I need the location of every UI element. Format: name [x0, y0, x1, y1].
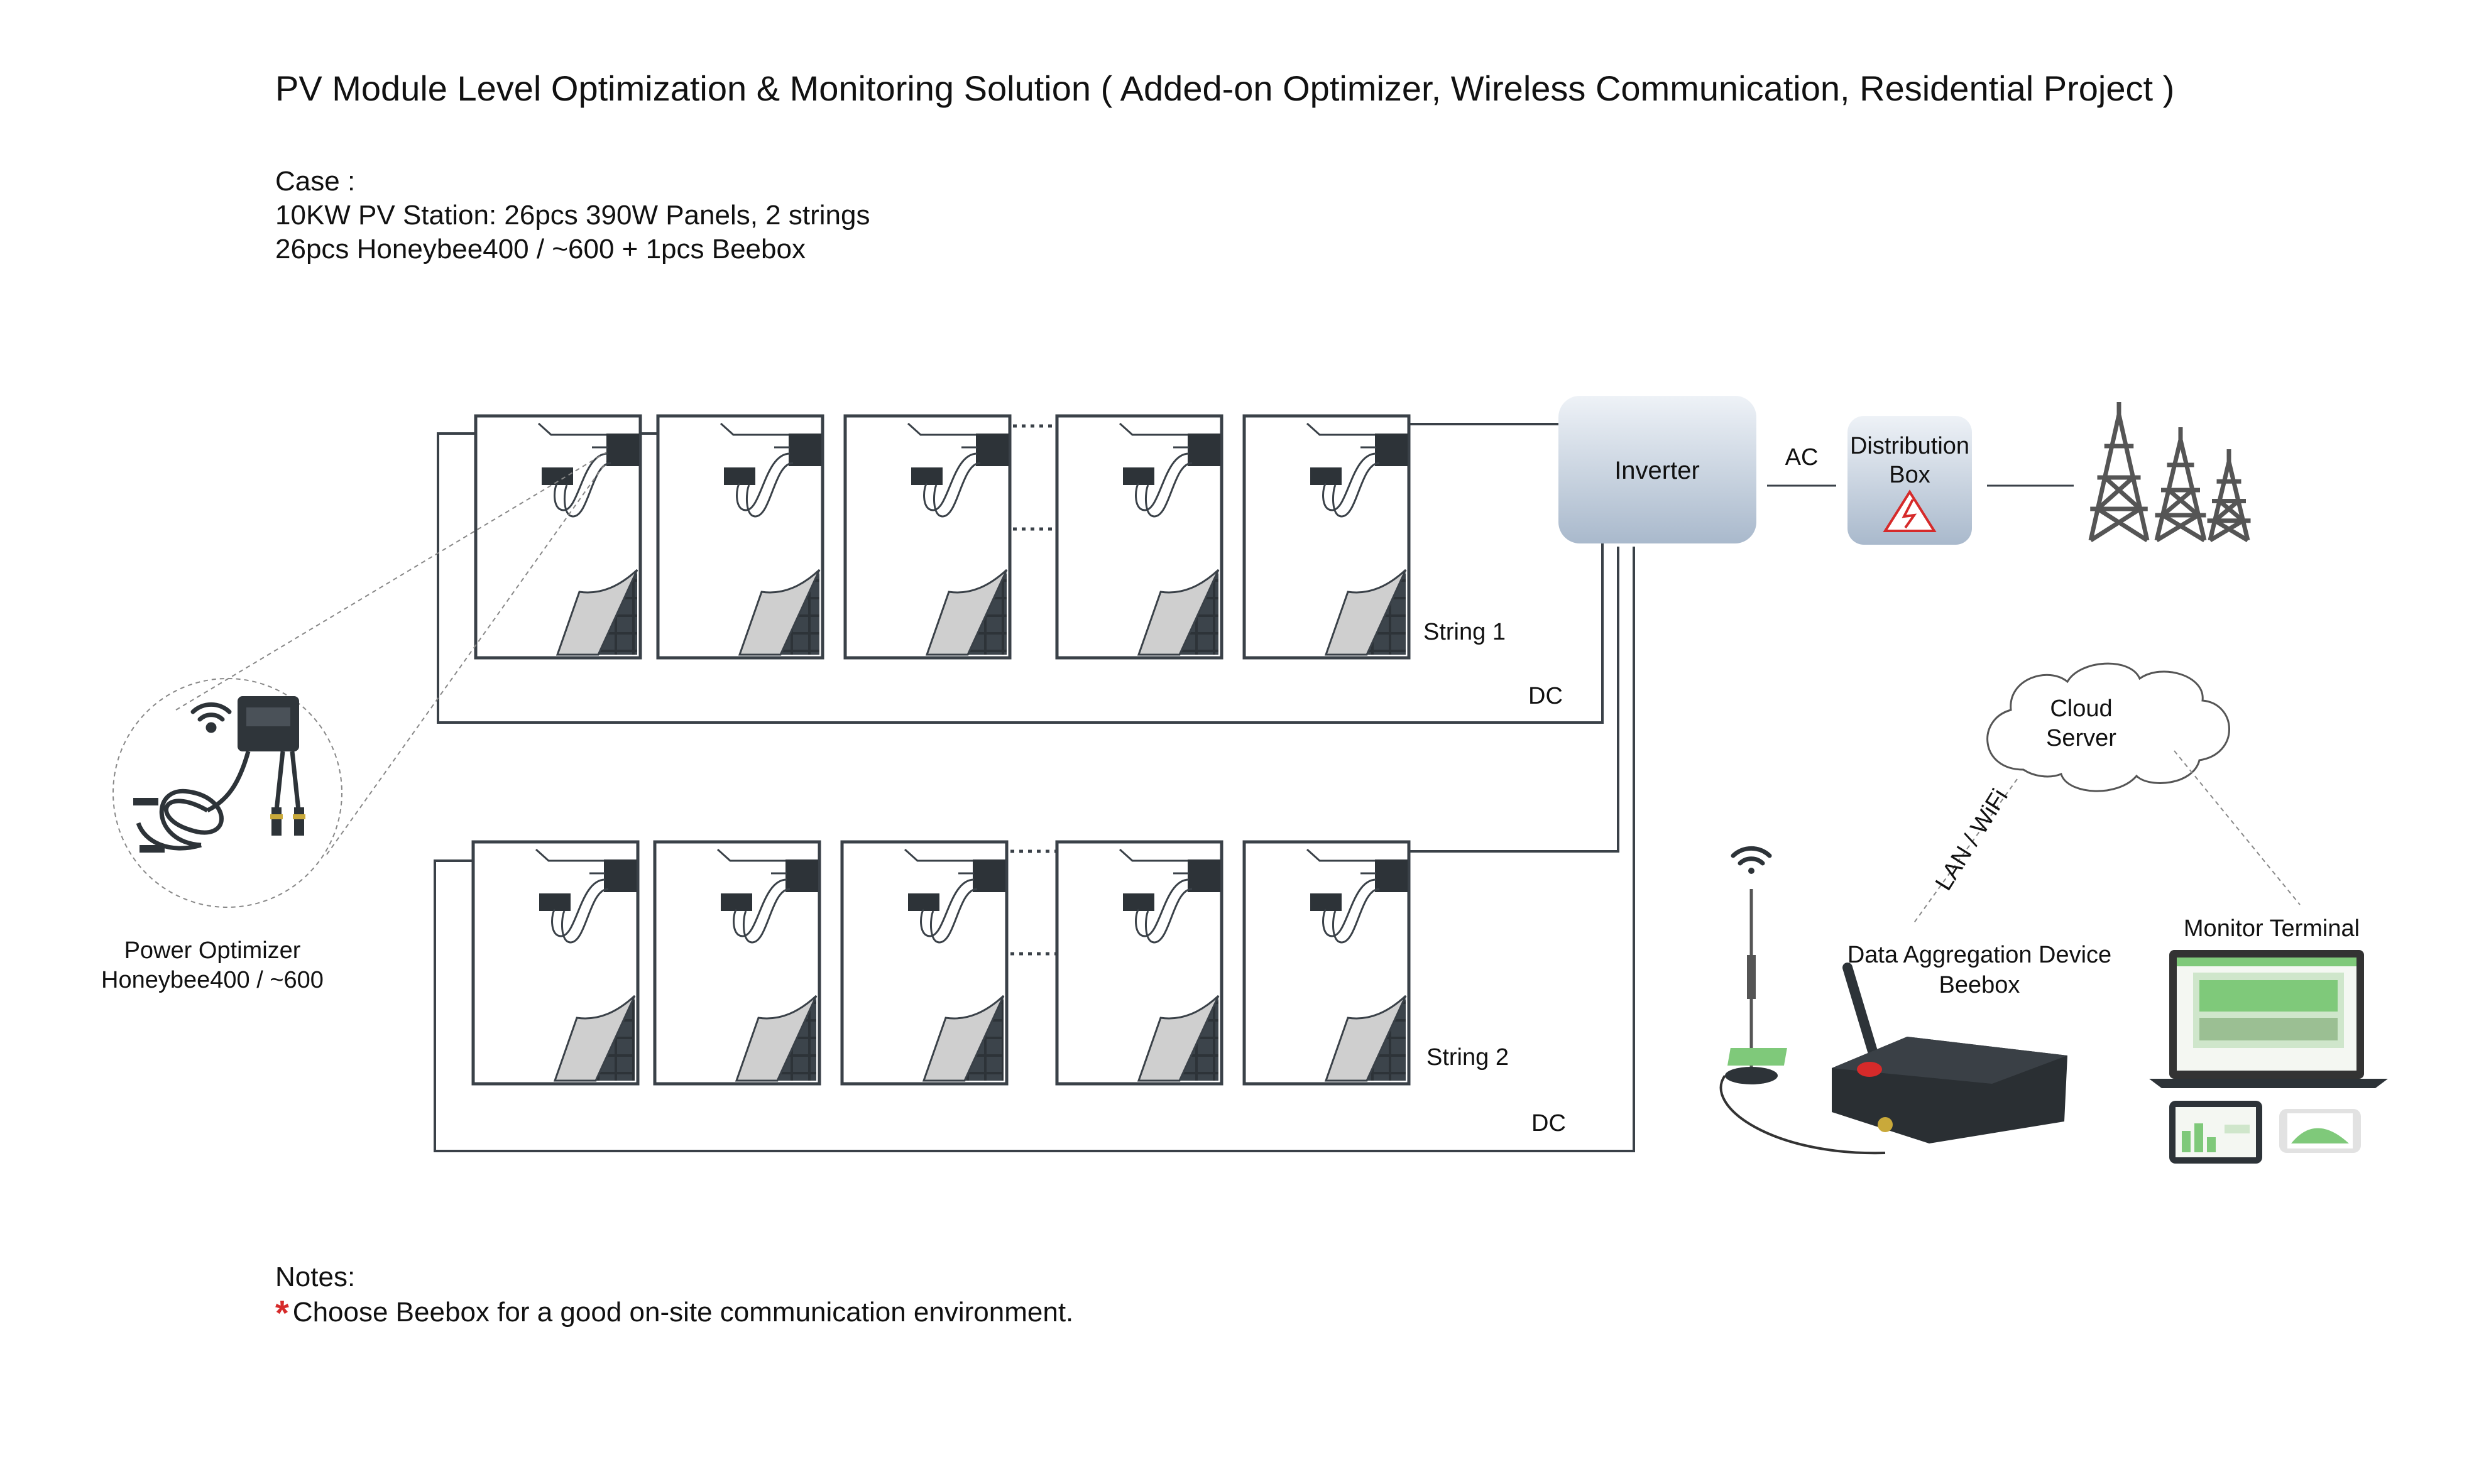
antenna-icon [1719, 846, 1886, 1155]
optimizer-module [1123, 467, 1154, 485]
note-item-text: Choose Beebox for a good on-site communi… [292, 1297, 1074, 1328]
pv-panel [471, 840, 640, 1086]
junction-box [606, 434, 639, 466]
inverter: Inverter [1558, 396, 1756, 543]
lan-wifi-link [1913, 778, 2018, 924]
cloud-server-icon: Cloud Server [1986, 662, 2230, 792]
optimizer-callout [112, 452, 607, 908]
notes-heading: Notes: [275, 1262, 356, 1292]
optimizer-label-line-1: Power Optimizer [124, 937, 301, 964]
pv-panel [474, 414, 642, 660]
case-line-2: 26pcs Honeybee400 / ~600 + 1pcs Beebox [275, 234, 806, 265]
pv-panel [1055, 840, 1223, 1086]
beebox-device [1727, 963, 2067, 1143]
power-optimizer-device [133, 696, 305, 853]
inverter-label: Inverter [1614, 457, 1700, 484]
distribution-box-line-2: Box [1889, 462, 1930, 488]
phone-icon [2279, 1109, 2361, 1153]
optimizer-module [908, 893, 939, 911]
junction-box [785, 859, 818, 892]
distribution-box-line-1: Distribution [1850, 433, 1969, 459]
junction-box [1375, 434, 1408, 466]
beebox-label-line-2: Beebox [1939, 972, 2020, 998]
junction-box [1188, 859, 1220, 892]
tablet-icon [2169, 1101, 2262, 1164]
optimizer-module [724, 467, 755, 485]
pv-panel [843, 414, 1012, 660]
high-voltage-warning-icon [1883, 489, 1937, 532]
optimizer-module [539, 893, 571, 911]
dc-label-string-1: DC [1528, 683, 1563, 709]
junction-box [973, 859, 1005, 892]
pv-panel [840, 840, 1009, 1086]
case-heading: Case : [275, 166, 356, 197]
junction-box [604, 859, 637, 892]
pv-panel [653, 840, 821, 1086]
junction-box [1375, 859, 1408, 892]
pv-panel [1242, 414, 1411, 660]
page-title: PV Module Level Optimization & Monitorin… [275, 68, 2175, 108]
string-1-label: String 1 [1423, 619, 1506, 645]
laptop-icon [2149, 950, 2388, 1088]
monitor-terminal-label: Monitor Terminal [2184, 915, 2360, 942]
optimizer-module [721, 893, 752, 911]
string-1-panels [474, 414, 1411, 660]
dc-label-string-2: DC [1531, 1110, 1566, 1137]
optimizer-module [1123, 893, 1154, 911]
lan-wifi-label: LAN / WiFi [1930, 785, 2013, 895]
junction-box [976, 434, 1009, 466]
optimizer-label-line-2: Honeybee400 / ~600 [101, 967, 324, 993]
optimizer-module [1310, 893, 1342, 911]
cloud-monitor-link [2174, 750, 2301, 905]
junction-box [1188, 434, 1220, 466]
beebox-label-line-1: Data Aggregation Device [1847, 942, 2111, 968]
pv-panel [656, 414, 824, 660]
optimizer-module [1310, 467, 1342, 485]
note-asterisk: * [275, 1293, 289, 1333]
string-2-panels [471, 840, 1411, 1086]
case-line-1: 10KW PV Station: 26pcs 390W Panels, 2 st… [275, 200, 870, 231]
distribution-box: Distribution Box [1847, 416, 1972, 545]
pv-panel [1055, 414, 1223, 660]
power-grid-tower-icon [2088, 402, 2251, 543]
cloud-label-line-2: Server [2046, 725, 2116, 751]
panel-continuation-dots [1010, 424, 1056, 956]
cloud-label-line-1: Cloud [2050, 696, 2112, 722]
monitor-terminal-devices [2149, 950, 2388, 1164]
optimizer-module [911, 467, 943, 485]
string-2-label: String 2 [1426, 1044, 1509, 1071]
ac-label: AC [1785, 444, 1819, 471]
note-item: *Choose Beebox for a good on-site commun… [275, 1295, 1073, 1331]
junction-box [789, 434, 821, 466]
notes-section: Notes: *Choose Beebox for a good on-site… [275, 1260, 1073, 1331]
wifi-icon [190, 702, 232, 733]
pv-panel [1242, 840, 1411, 1086]
case-description: Case : 10KW PV Station: 26pcs 390W Panel… [275, 165, 870, 266]
